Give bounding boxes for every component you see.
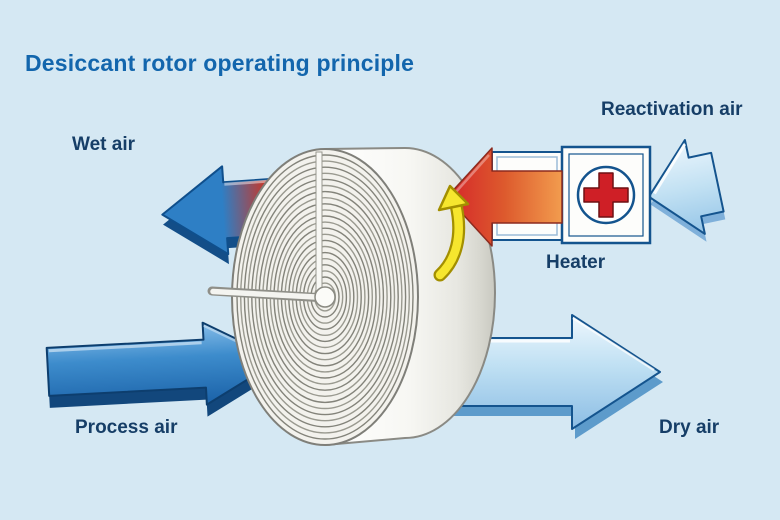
rotor-axle xyxy=(207,286,331,303)
label-dry-air: Dry air xyxy=(659,417,720,438)
rotor-seam xyxy=(315,151,323,295)
heated-air-arrow xyxy=(446,147,563,247)
rotation-arrow-icon xyxy=(433,184,470,282)
label-process-air: Process air xyxy=(75,417,178,438)
process-air-arrow xyxy=(45,321,281,417)
heater-box xyxy=(560,145,652,245)
rotor-hub xyxy=(314,286,336,308)
reactivation-air-arrow xyxy=(647,139,726,242)
label-reactivation-air: Reactivation air xyxy=(601,99,743,120)
label-wet-air: Wet air xyxy=(72,134,136,155)
heater-plus-icon xyxy=(583,172,629,218)
diagram-title: Desiccant rotor operating principle xyxy=(25,50,415,76)
label-heater: Heater xyxy=(546,252,606,273)
